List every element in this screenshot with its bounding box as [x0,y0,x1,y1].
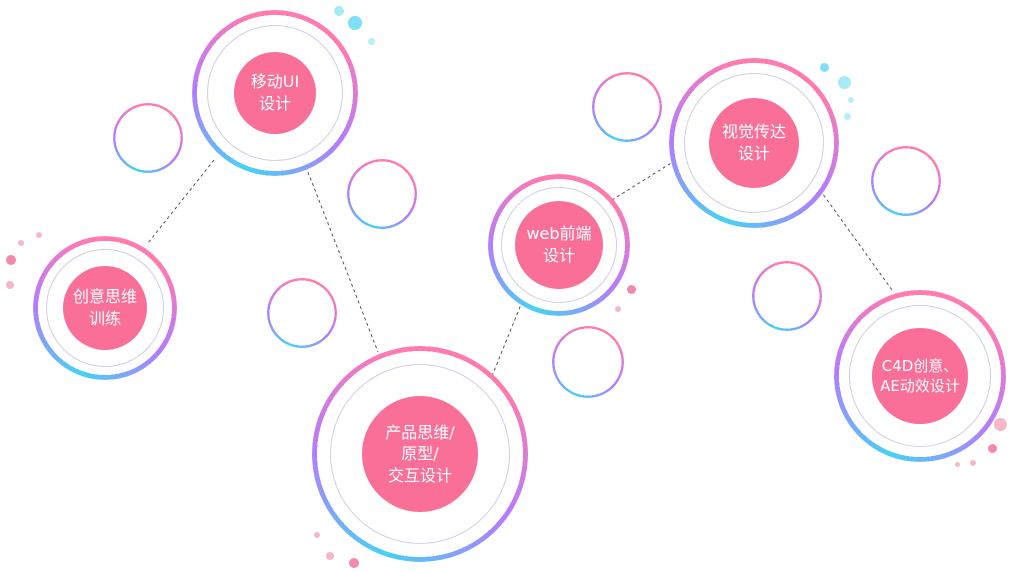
node-inner-ring [849,305,991,447]
connector-mobile-product [307,171,379,353]
decorative-dot [6,281,14,289]
tool-label: AI [285,296,319,330]
node-inner-ring [207,25,343,161]
decorative-dot [820,63,829,72]
decorative-dot [314,532,320,538]
tool-label: Sketch [877,172,935,190]
tool-badge-ai: AI [267,278,337,348]
node-inner-ring [330,364,510,544]
node-label: 视觉传达 设计 [709,98,799,188]
node-inner-ring [46,249,164,367]
connector-web-visual [611,159,677,201]
decorative-dot [848,97,854,103]
decorative-dot [970,460,976,466]
tool-label: C4D [560,348,616,376]
decorative-dot [18,240,24,246]
connector-product-web [491,301,523,377]
tool-badge-id: ID [347,159,417,229]
node-label: 移动UI 设计 [234,52,316,134]
decorative-dot [955,462,960,467]
decorative-dot [615,306,621,312]
tool-label: PS [127,121,169,155]
decorative-dot [6,255,16,265]
decorative-dot [627,285,636,294]
node-label: 创意思维 训练 [63,266,147,350]
node-mobile-ui: 移动UI 设计 [192,10,358,176]
node-c4d-ae: C4D创意、 AE动效设计 [834,290,1006,462]
decorative-dot [334,6,344,16]
decorative-dot [988,444,997,453]
decorative-dot [326,552,334,560]
node-inner-ring [501,187,617,303]
decorative-dot [36,232,42,238]
node-visual: 视觉传达 设计 [669,58,839,228]
node-label: C4D创意、 AE动效设计 [872,328,968,424]
decorative-dot [368,38,375,45]
decorative-dot [844,113,851,120]
decorative-dot [838,76,851,89]
node-web: web前端 设计 [488,174,630,316]
node-label: 产品思维/ 原型/ 交互设计 [362,396,478,512]
tool-label: AE [606,90,648,124]
decorative-dot [348,16,362,30]
tool-badge-c4d: C4D [552,326,624,398]
tool-badge-ae: AE [592,72,662,142]
tool-badge-axure: Axure [752,261,822,331]
node-inner-ring [684,73,824,213]
connector-visual-c4dae [819,189,893,291]
node-label: web前端 设计 [515,201,603,289]
tool-label: ID [365,177,399,211]
decorative-dot [349,558,359,568]
tool-badge-ps: PS [113,103,183,173]
tool-label: Axure [758,286,816,306]
tool-badge-sketch: Sketch [871,146,941,216]
node-creative: 创意思维 训练 [33,236,177,380]
decorative-dot [994,418,1007,431]
node-product: 产品思维/ 原型/ 交互设计 [312,346,528,562]
